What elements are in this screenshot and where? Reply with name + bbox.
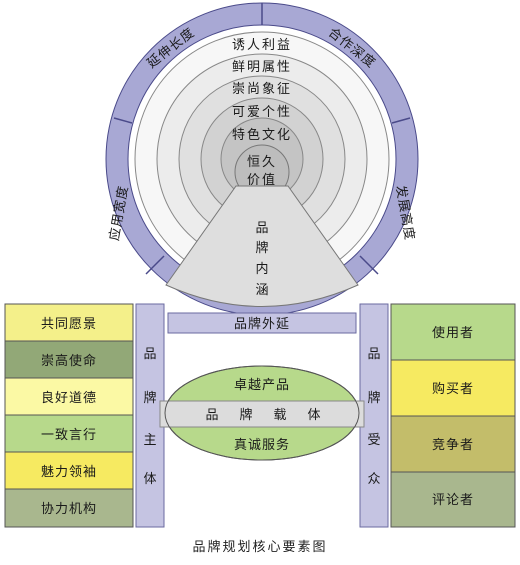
right-column: 使用者 购买者 竞争者 评论者 [390, 303, 516, 528]
brand-extension-label: 品牌外延 [234, 316, 290, 332]
carrier-band [159, 400, 365, 428]
left-column: 共同愿景 崇高使命 良好道德 一致言行 魅力领袖 协力机构 [4, 303, 134, 528]
wedge-char-1: 品 [255, 221, 268, 236]
right-box-3 [390, 415, 516, 473]
left-box-label-6: 协力机构 [41, 502, 97, 517]
brand-audience-bar [359, 303, 389, 528]
audience-char-1: 品 [367, 347, 380, 362]
subject-char-4: 体 [143, 472, 156, 487]
carrier-char-2: 牌 [239, 407, 252, 423]
subject-char-1: 品 [143, 347, 156, 362]
ring-label-1: 诱人利益 [232, 38, 292, 53]
left-box-label-5: 魅力领袖 [41, 465, 97, 480]
right-box-label-4: 评论者 [432, 493, 474, 508]
ring-separator-upper-right [391, 117, 411, 124]
right-box-2 [390, 359, 516, 417]
right-box-label-3: 竞争者 [432, 437, 474, 453]
right-box-label-2: 购买者 [432, 381, 474, 397]
carrier-top-label: 卓越产品 [234, 378, 290, 393]
ring-separator-lower-left [145, 255, 165, 275]
left-box-label-3: 良好道德 [41, 390, 97, 406]
core-label-1: 恒久 [247, 155, 277, 170]
left-box-1 [4, 303, 134, 342]
brand-extension-band [167, 312, 357, 334]
diagram-caption: 品牌规划核心要素图 [192, 540, 328, 555]
left-box-5 [4, 451, 134, 490]
left-box-label-1: 共同愿景 [41, 317, 97, 332]
right-box-label-1: 使用者 [432, 325, 474, 341]
ring-separator-upper-left [113, 117, 133, 124]
core-label-2: 价值 [247, 172, 277, 188]
wedge-char-3: 内 [255, 261, 268, 277]
subject-char-2: 牌 [143, 390, 156, 406]
audience-char-3: 受 [367, 433, 380, 448]
brand-carrier: 卓越产品 品 牌 载 体 真诚服务 [159, 365, 365, 461]
audience-char-4: 众 [367, 472, 380, 487]
brand-subject-bar [135, 303, 165, 528]
left-box-2 [4, 340, 134, 379]
carrier-ellipse-outline [164, 365, 360, 461]
left-box-4 [4, 414, 134, 453]
right-box-4 [390, 471, 516, 528]
left-box-label-2: 崇高使命 [41, 353, 97, 369]
right-box-1 [390, 303, 516, 361]
left-box-label-4: 一致言行 [41, 428, 97, 443]
carrier-char-1: 品 [205, 408, 218, 423]
left-box-6 [4, 488, 134, 528]
carrier-char-4: 体 [307, 408, 320, 423]
subject-char-3: 主 [143, 433, 156, 448]
ring-separator-lower-right [359, 255, 379, 275]
brand-connotation-wedge [165, 185, 359, 307]
ring-label-4: 可爱个性 [232, 105, 292, 120]
wedge-char-2: 牌 [255, 240, 268, 256]
left-box-3 [4, 377, 134, 416]
ring-label-5: 特色文化 [232, 127, 292, 143]
audience-char-2: 牌 [367, 390, 380, 406]
wedge-char-4: 涵 [255, 283, 268, 298]
ring-label-2: 鲜明属性 [232, 60, 292, 75]
carrier-bottom-label: 真诚服务 [234, 437, 290, 453]
ring-label-3: 崇尚象征 [232, 82, 292, 97]
carrier-char-3: 载 [273, 408, 286, 423]
